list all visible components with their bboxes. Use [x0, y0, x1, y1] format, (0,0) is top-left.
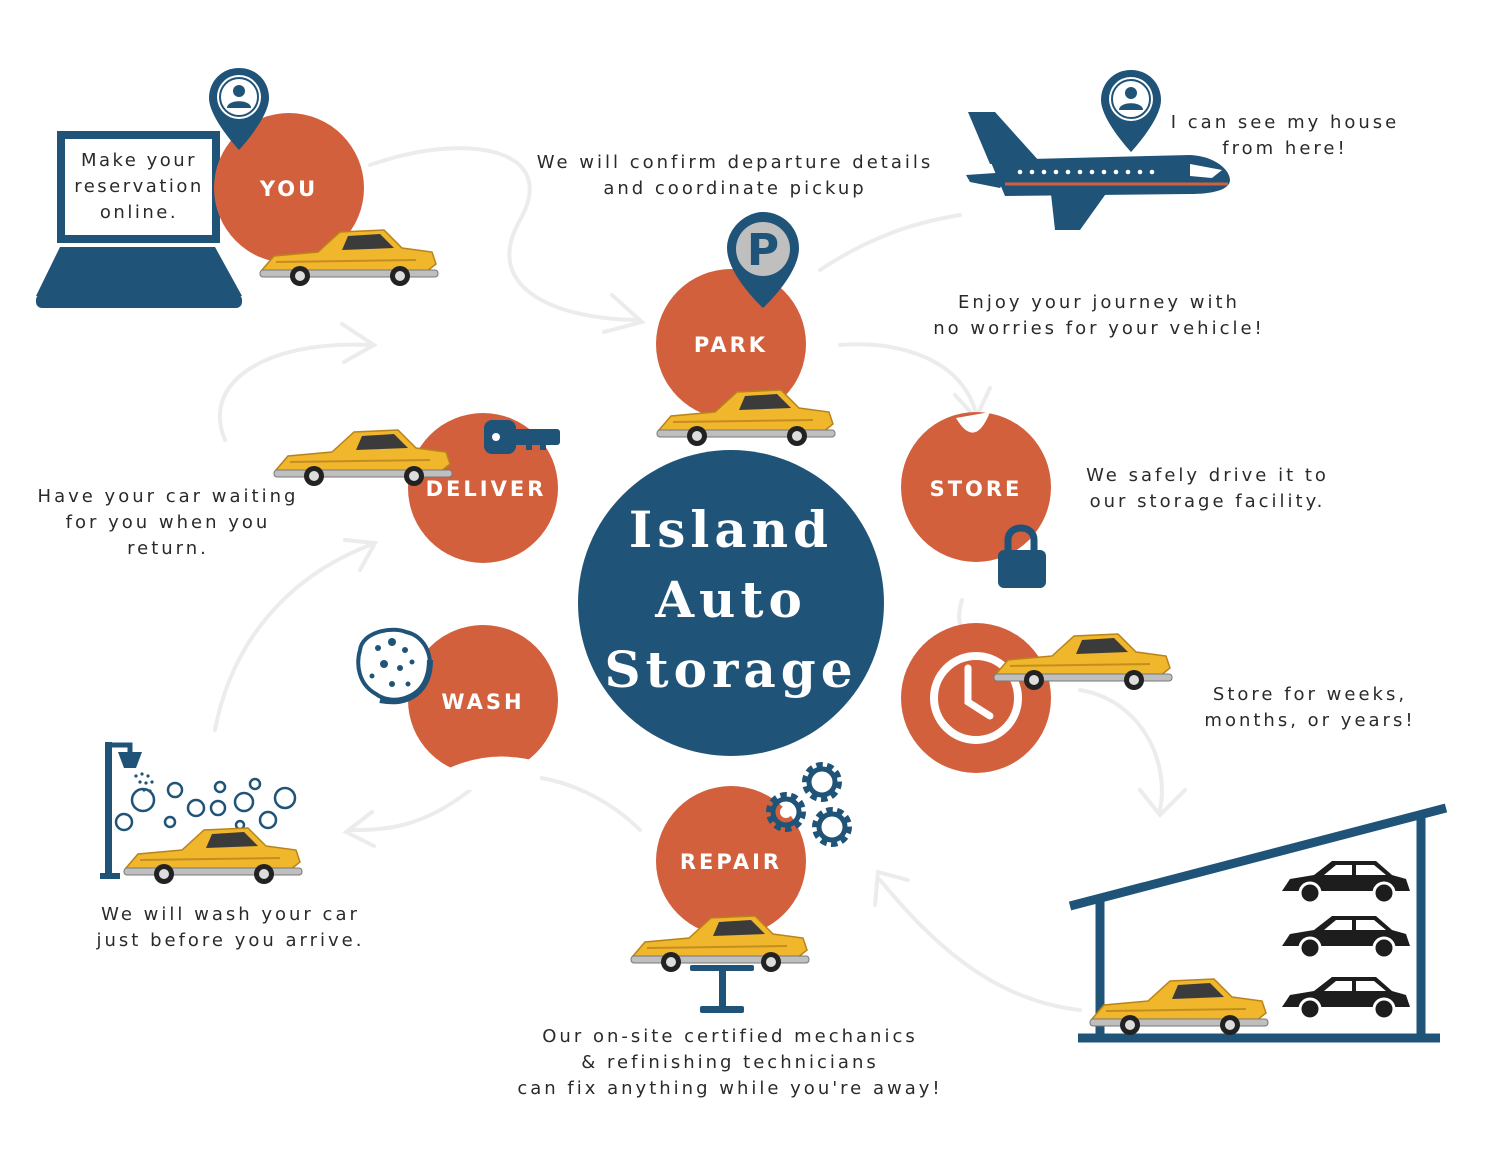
hub-title-line-1: Island [628, 500, 834, 559]
clock-circle [901, 623, 1051, 773]
you-circle [214, 113, 364, 263]
caption-drive: We safely drive it to our storage facili… [1086, 465, 1329, 512]
step-label-repair: REPAIR [679, 850, 783, 874]
step-label-park: PARK [693, 333, 769, 357]
clock-icon [930, 652, 1022, 744]
car-icon-wash [123, 827, 303, 885]
car-lift-icon [690, 965, 754, 1013]
wash-circle [408, 625, 558, 790]
store-circle [901, 412, 1051, 562]
caption-waiting: Have your car waiting for you when you r… [37, 486, 299, 559]
airplane-icon [966, 112, 1230, 230]
caption-confirm: We will confirm departure details and co… [536, 152, 934, 199]
repair-circle [656, 786, 806, 936]
step-label-you: YOU [259, 177, 319, 201]
laptop-icon [36, 131, 242, 308]
parking-letter: P [747, 225, 779, 276]
hub-circle [578, 450, 884, 756]
hub-title: Island Auto Storage [578, 495, 884, 705]
flow-arrows [213, 146, 1187, 1012]
step-label-wash: WASH [441, 690, 525, 714]
hub-title-line-2: Auto [655, 570, 807, 629]
car-icon-repair [630, 915, 810, 973]
caption-wash: We will wash your car just before you ar… [96, 904, 365, 951]
car-icon-garage [1089, 978, 1269, 1036]
shower-icon [100, 742, 154, 879]
traveler-pin-icon [1100, 69, 1162, 153]
parking-pin-icon: P [727, 212, 799, 308]
bubbles-icon [114, 777, 297, 832]
caption-plane: I can see my house from here! [1170, 112, 1400, 159]
caption-journey: Enjoy your journey with no worries for y… [933, 292, 1265, 339]
lock-icon [998, 524, 1046, 588]
deliver-circle [408, 413, 558, 563]
step-label-store: STORE [929, 477, 1023, 501]
caption-mechanics: Our on-site certified mechanics & refini… [517, 1026, 943, 1099]
step-label-deliver: DELIVER [425, 477, 547, 501]
caption-reservation: Make your reservation online. [74, 150, 204, 223]
hub-title-line-3: Storage [604, 640, 858, 699]
caption-duration: Store for weeks, months, or years! [1204, 684, 1416, 731]
key-icon [484, 420, 560, 454]
park-circle [656, 269, 806, 419]
sponge-icon [356, 627, 433, 705]
garage-icon [1068, 803, 1448, 1043]
